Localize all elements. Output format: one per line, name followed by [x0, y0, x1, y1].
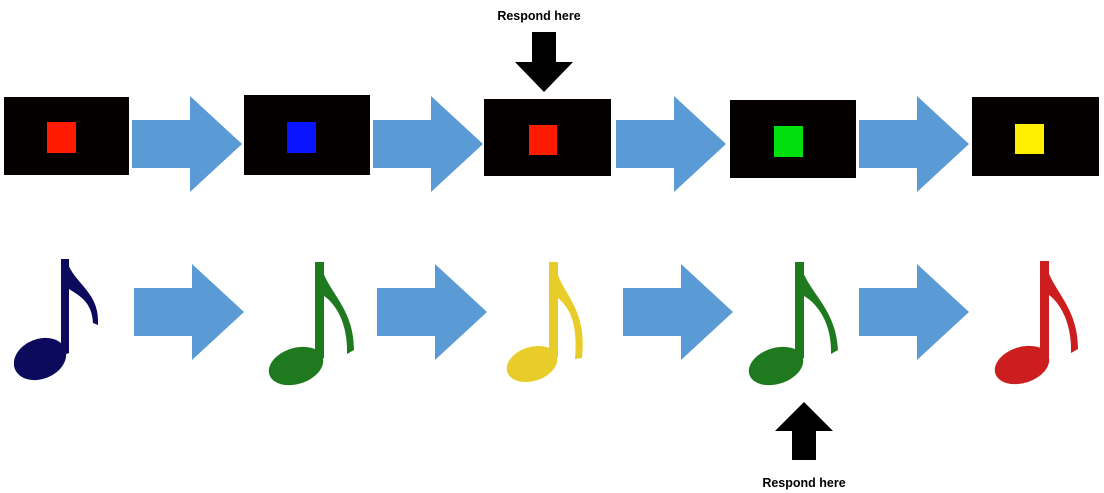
- eighth-note-icon-3: [506, 262, 583, 383]
- visual-stimulus-2: [244, 95, 370, 175]
- response-arrow-up-icon: [775, 402, 833, 460]
- right-arrow-icon: [616, 96, 726, 192]
- colored-square-3: [529, 125, 557, 155]
- visual-stimulus-3: [484, 99, 611, 176]
- visual-stimulus-1: [4, 97, 129, 175]
- respond-here-label-bottom: Respond here: [762, 476, 846, 490]
- right-arrow-icon: [373, 96, 483, 192]
- colored-square-1: [47, 122, 76, 153]
- right-arrow-icon: [623, 264, 733, 360]
- right-arrow-icon: [134, 264, 244, 360]
- eighth-note-icon-2: [268, 262, 354, 386]
- response-arrow-down-icon: [515, 32, 573, 92]
- colored-square-5: [1015, 124, 1044, 154]
- right-arrow-icon: [377, 264, 487, 360]
- colored-square-2: [287, 122, 316, 153]
- right-arrow-icon: [859, 264, 969, 360]
- eighth-note-icon-5: [994, 261, 1078, 385]
- visual-stimulus-4: [730, 100, 856, 178]
- right-arrow-icon: [859, 96, 969, 192]
- eighth-note-icon-1: [14, 259, 99, 381]
- right-arrow-icon: [132, 96, 242, 192]
- colored-square-4: [774, 126, 803, 157]
- visual-stimulus-5: [972, 97, 1099, 176]
- eighth-note-icon-4: [748, 262, 838, 386]
- respond-here-label-top: Respond here: [497, 9, 581, 23]
